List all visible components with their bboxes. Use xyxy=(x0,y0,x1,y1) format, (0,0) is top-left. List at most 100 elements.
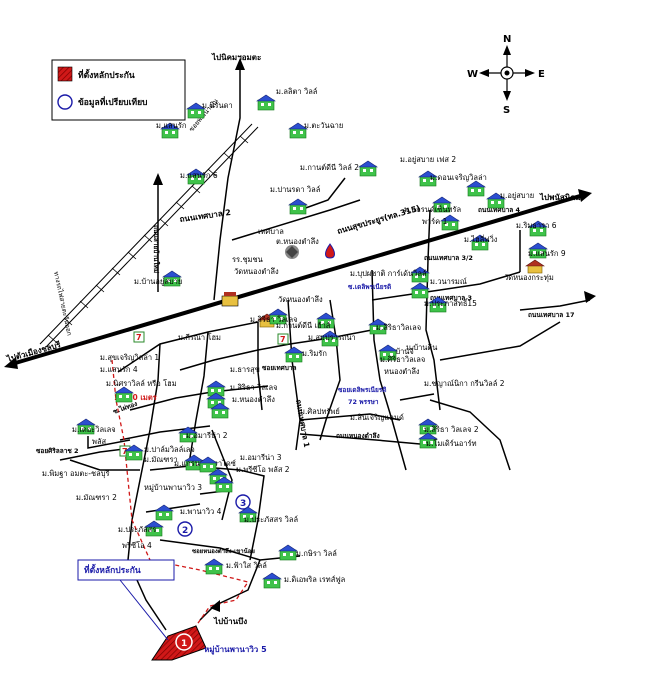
compass-west: W xyxy=(467,69,478,80)
legend: ที่ตั้งหลักประกัน ข้อมูลที่เปรียบเทียบ xyxy=(51,59,186,121)
railway xyxy=(39,123,259,348)
village-house-icon xyxy=(154,504,174,521)
place-label: ม.ศิลปทรัพย์ xyxy=(300,407,340,416)
place-label: ม.เดอะวิลเลจ xyxy=(72,425,116,434)
village-house-icon xyxy=(204,558,224,575)
place-label: พาร์ค 1 xyxy=(422,217,448,226)
place-label: ม.สุขเจริญวิลล่า 1 xyxy=(100,353,159,362)
site-callout: ที่ตั้งหลักประกัน xyxy=(77,559,175,641)
marker-1-label: 1 xyxy=(181,639,187,649)
legend-site-swatch xyxy=(57,66,73,82)
village-house-icon xyxy=(278,544,298,561)
direction-arrows xyxy=(153,58,596,612)
svg-text:7: 7 xyxy=(136,333,142,342)
place-label: ม.ไฮลี่ฟวิ่ง xyxy=(464,234,498,244)
place-label: ม.สมปรารถนา xyxy=(308,333,356,342)
compass-north: N xyxy=(503,34,511,45)
place-label: ม.ดิเอพริล เรทส์ฟูล xyxy=(284,575,345,584)
place-label: วัดหนองกระทุ่ม xyxy=(504,273,554,282)
place-label: หมู่บ้านพานาวิว 3 xyxy=(144,483,202,492)
place-label: ม.ฟ้าใส วิลล์ xyxy=(226,561,267,570)
place-label: ม.สินเจริญแลนด์ xyxy=(350,413,404,422)
place-label: ม.ชญาณ์นิกา กรีนวิลล์ 2 xyxy=(424,379,505,388)
store-icon: 7 xyxy=(133,331,145,343)
place-label: ม.กานต์ดีนี เฮ้าส์ xyxy=(276,321,331,330)
soi-72: 72 พรรษา xyxy=(348,398,379,406)
place-label: ม.โมเดิร์นอาร์ท xyxy=(426,439,477,448)
legend-box xyxy=(51,59,186,121)
place-label: หนองตำลึง xyxy=(384,367,420,376)
place-label: ม.นิรันดา xyxy=(202,101,233,110)
place-label: ม.พิมฐา อมตะ-ชลบุรี xyxy=(42,469,109,478)
village-house-icon xyxy=(284,346,304,363)
place-label: ม.ลลิตา วิลล์ xyxy=(276,87,317,96)
place-label: ม.ริมธารา 6 xyxy=(516,221,557,230)
compass-east: E xyxy=(538,69,545,80)
village-house-icon xyxy=(256,94,276,111)
road-thesaban3: ถนนเทศบาล 3 xyxy=(430,294,472,302)
marker-2-label: 2 xyxy=(182,526,188,536)
place-label: วัดหนองตำลึง xyxy=(278,295,323,304)
emblem-icon xyxy=(285,245,299,259)
village-house-icon xyxy=(410,282,430,299)
legend-compare-label: ข้อมูลที่เปรียบเทียบ xyxy=(78,95,147,108)
direction-north: ไปนิคมฯอมตะ xyxy=(211,52,261,62)
place-label: ม.สิริธาวิลเลจ xyxy=(376,323,421,332)
road-thesaban4: ถนนเทศบาล 4 xyxy=(478,206,520,214)
place-label: ม.กษิรา วิลล์ xyxy=(296,549,337,558)
place-label: ต.หนองตำลึง xyxy=(276,237,319,246)
village-house-icon xyxy=(358,160,378,177)
place-label: ม.กานต์ดีนี วิลล์ 2 xyxy=(300,163,359,172)
school-icon xyxy=(221,292,239,307)
village-house-icon xyxy=(288,198,308,215)
place-label: ม.ประภัสสร วิลล์ xyxy=(244,515,298,524)
soi-deliphon: ซ.เดลิพรเนียรดิ xyxy=(348,283,391,291)
marker-1 xyxy=(175,633,193,651)
place-label: ม.บุปผชาติ การ์เด้นวิลล์ xyxy=(350,269,427,278)
place-label: ม.อมารีน่า 3 xyxy=(240,453,282,462)
comparison-markers: 1 2 3 xyxy=(175,494,251,651)
svg-text:7: 7 xyxy=(122,447,128,456)
landmarks: 7 7 7 xyxy=(119,243,545,457)
place-label: ม.กีรณา โฮม xyxy=(178,333,221,342)
fuel-icon xyxy=(325,243,335,259)
legend-site-label: ที่ตั้งหลักประกัน xyxy=(78,68,135,81)
place-label: รร.ชุมชน xyxy=(232,255,263,264)
compass-south: S xyxy=(503,105,510,116)
distance-label: 1,850 เมตร xyxy=(114,393,158,402)
place-label: ม.แสนรัก 6 xyxy=(180,171,218,180)
place-label: ม.สิริธา วิลเลจ xyxy=(250,315,297,324)
callout-label: ที่ตั้งหลักประกัน xyxy=(84,563,141,576)
place-label: ม.ปาล์มวิลล์เลจ xyxy=(144,445,195,454)
soi-deliphon-2: ซอยเดลิพรเนียรดิ xyxy=(338,386,387,394)
temple-icon xyxy=(525,259,545,274)
place-label: ม.มัณฑรา 2 xyxy=(76,493,117,502)
road-ban-mai: ถนนสายบ้านใหม่ xyxy=(152,225,161,273)
place-label: ม.ธารสุข xyxy=(230,365,260,374)
place-label: พรีซีโอ 4 xyxy=(122,541,152,550)
place-label: ม.บ้านอยู่สบาย xyxy=(134,277,182,286)
place-label: พลัส xyxy=(92,437,107,446)
store-icon: 7 xyxy=(277,333,289,345)
place-label: ม.แสนรัก 4 xyxy=(100,365,138,374)
place-label: วัดหนองตำลึง xyxy=(234,267,279,276)
main-highway xyxy=(4,189,592,369)
route-dashed xyxy=(111,359,250,643)
svg-text:7: 7 xyxy=(280,335,286,344)
place-label: ม.ประภาสิทธิ์15 xyxy=(424,298,477,308)
place-label: ม.ตะวันฉาย xyxy=(304,121,343,130)
marker-3 xyxy=(235,494,251,510)
soi-thesaban: ซอยเทศบาล xyxy=(262,364,297,372)
marker-2 xyxy=(177,521,193,537)
place-label: ม.บ้านจี่ xyxy=(388,346,414,356)
soi-nongtamlueng-khaonoi: ซอยหนองตำลึง-เขาน้อย xyxy=(192,547,255,555)
place-label: ม.วนารมณ์ xyxy=(430,277,467,286)
places-layer: ม.ลลิตา วิลล์ม.นิรันดาม.แสนรักม.ตะวันฉาย… xyxy=(42,87,566,589)
place-label: ม.ปานรดา วิลล์ xyxy=(270,185,320,194)
place-label: ม.บ้านดิน xyxy=(406,343,437,352)
direction-east: ไปพนัสนิคม xyxy=(539,192,581,202)
village-house-icon xyxy=(466,180,486,197)
road-thesaban17: ถนนเทศบาล 17 xyxy=(528,311,575,319)
